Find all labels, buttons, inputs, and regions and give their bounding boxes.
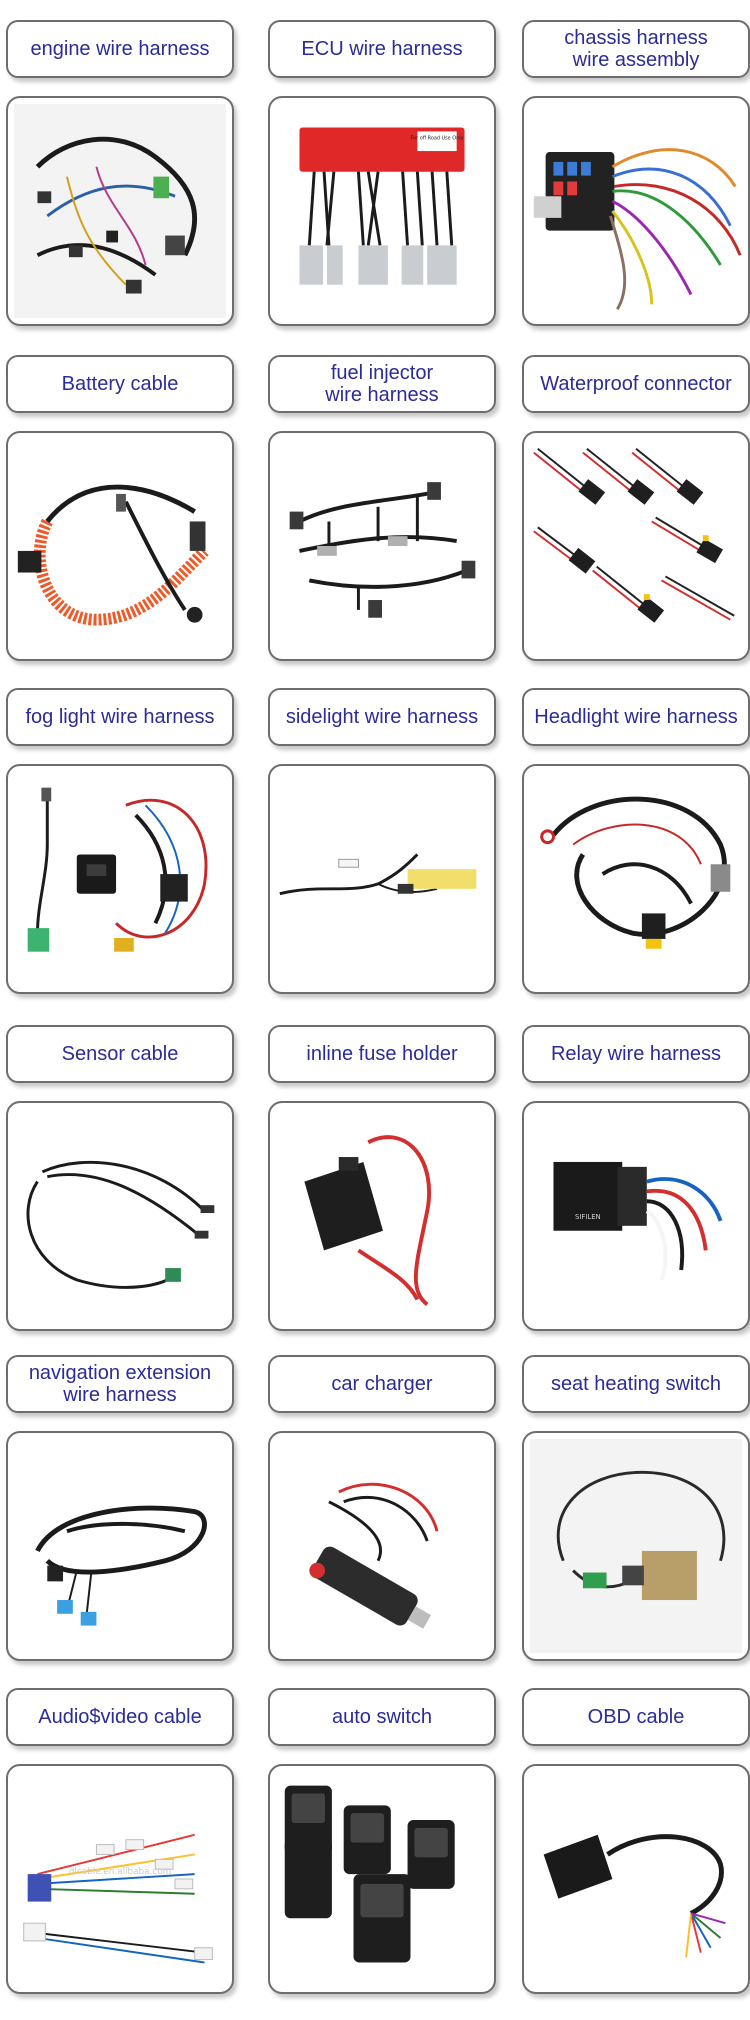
product-card-inline-fuse-holder[interactable]: inline fuse holder	[268, 1025, 496, 1331]
product-label[interactable]: Headlight wire harness	[522, 688, 750, 746]
auto-switch-image	[284, 1785, 455, 1963]
waterproof-connector-photo[interactable]	[522, 431, 750, 661]
product-label[interactable]: fog light wire harness	[6, 688, 234, 746]
fog-light-harness-image	[27, 787, 208, 952]
seat-heating-switch-image	[529, 1438, 743, 1654]
product-card-car-charger[interactable]: car charger	[268, 1355, 496, 1661]
inline-fuse-holder-image	[304, 1135, 431, 1306]
relay-harness-photo[interactable]: SIFILEN	[522, 1101, 750, 1331]
product-label[interactable]: Waterproof connector	[522, 355, 750, 413]
product-card-obd-cable[interactable]: OBD cable	[522, 1688, 750, 1994]
headlight-harness-image	[540, 796, 731, 949]
product-label[interactable]: seat heating switch	[522, 1355, 750, 1413]
seat-heating-switch-photo[interactable]	[522, 1431, 750, 1661]
watermark-text: dlcable.en.alibaba.com	[69, 1867, 171, 1877]
fuel-injector-harness-image	[289, 482, 476, 618]
product-label[interactable]: sidelight wire harness	[268, 688, 496, 746]
car-charger-photo[interactable]	[268, 1431, 496, 1661]
product-label[interactable]: Relay wire harness	[522, 1025, 750, 1083]
battery-cable-photo[interactable]	[6, 431, 234, 661]
navigation-extension-harness-photo[interactable]	[6, 1431, 234, 1661]
product-card-battery-cable[interactable]: Battery cable	[6, 355, 234, 661]
product-label[interactable]: inline fuse holder	[268, 1025, 496, 1083]
fog-light-harness-photo[interactable]	[6, 764, 234, 994]
product-card-sensor-cable[interactable]: Sensor cable	[6, 1025, 234, 1331]
inline-fuse-holder-photo[interactable]	[268, 1101, 496, 1331]
sidelight-harness-photo[interactable]	[268, 764, 496, 994]
obd-cable-photo[interactable]	[522, 1764, 750, 1994]
product-label[interactable]: ECU wire harness	[268, 20, 496, 78]
ecu-harness-image: For off Road Use Only	[299, 127, 465, 285]
headlight-harness-photo[interactable]	[522, 764, 750, 994]
relay-harness-image: SIFILEN	[553, 1161, 723, 1281]
fuel-injector-harness-photo[interactable]	[268, 431, 496, 661]
audio-video-cable-photo[interactable]: dlcable.en.alibaba.com	[6, 1764, 234, 1994]
product-card-fog-light-harness[interactable]: fog light wire harness	[6, 688, 234, 994]
product-card-auto-switch[interactable]: auto switch	[268, 1688, 496, 1994]
product-label[interactable]: fuel injector wire harness	[268, 355, 496, 413]
product-label[interactable]: Battery cable	[6, 355, 234, 413]
battery-cable-image	[17, 484, 209, 626]
product-card-chassis-harness[interactable]: chassis harness wire assembly	[522, 20, 750, 326]
waterproof-connector-image	[533, 447, 735, 623]
product-label[interactable]: chassis harness wire assembly	[522, 20, 750, 78]
sensor-cable-photo[interactable]	[6, 1101, 234, 1331]
product-card-engine-wire-harness[interactable]: engine wire harness	[6, 20, 234, 326]
obd-cable-image	[543, 1834, 726, 1958]
product-card-ecu-wire-harness[interactable]: ECU wire harness For off Road Use Only	[268, 20, 496, 326]
navigation-extension-harness-image	[35, 1505, 207, 1626]
product-card-seat-heating-switch[interactable]: seat heating switch	[522, 1355, 750, 1661]
product-label[interactable]: auto switch	[268, 1688, 496, 1746]
product-label[interactable]: engine wire harness	[6, 20, 234, 78]
sensor-cable-image	[26, 1160, 215, 1289]
product-card-audio-video-cable[interactable]: Audio$video cable dlcable.en.alibaba	[6, 1688, 234, 1994]
car-charger-image	[309, 1482, 439, 1629]
audio-video-cable-image: dlcable.en.alibaba.com	[23, 1833, 213, 1964]
auto-switch-photo[interactable]	[268, 1764, 496, 1994]
engine-harness-image	[13, 103, 227, 319]
product-card-navigation-extension-harness[interactable]: navigation extension wire harness	[6, 1355, 234, 1661]
product-label[interactable]: navigation extension wire harness	[6, 1355, 234, 1413]
product-card-fuel-injector-harness[interactable]: fuel injector wire harness	[268, 355, 496, 661]
relay-marking-text: SIFILEN	[575, 1213, 601, 1221]
product-label[interactable]: Sensor cable	[6, 1025, 234, 1083]
product-card-headlight-harness[interactable]: Headlight wire harness	[522, 688, 750, 994]
product-label[interactable]: OBD cable	[522, 1688, 750, 1746]
ecu-sticker-text: For off Road Use Only	[411, 135, 464, 141]
sidelight-harness-image	[279, 853, 477, 896]
product-card-relay-harness[interactable]: Relay wire harness SIFILEN	[522, 1025, 750, 1331]
product-card-waterproof-connector[interactable]: Waterproof connector	[522, 355, 750, 661]
chassis-harness-photo[interactable]	[522, 96, 750, 326]
chassis-harness-image	[533, 148, 742, 311]
product-label[interactable]: car charger	[268, 1355, 496, 1413]
ecu-wire-harness-photo[interactable]: For off Road Use Only	[268, 96, 496, 326]
product-label[interactable]: Audio$video cable	[6, 1688, 234, 1746]
engine-wire-harness-photo[interactable]	[6, 96, 234, 326]
product-card-sidelight-harness[interactable]: sidelight wire harness	[268, 688, 496, 994]
